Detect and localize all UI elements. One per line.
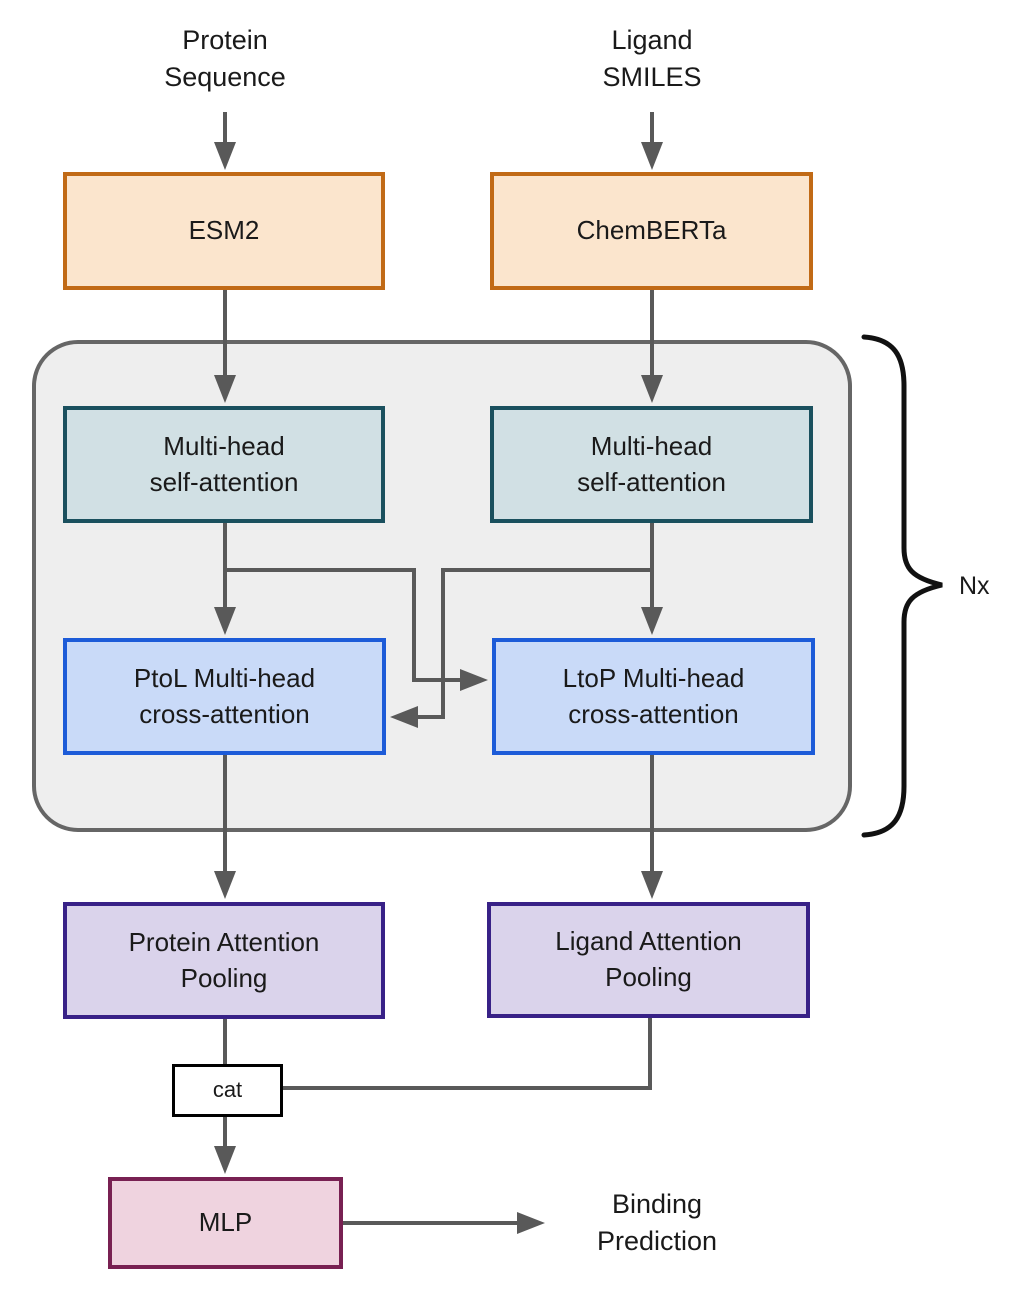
mlp-box: MLP xyxy=(108,1177,343,1269)
mlp-label: MLP xyxy=(198,1207,253,1238)
ligand-attention-pooling-box: Ligand Attention Pooling xyxy=(487,902,810,1018)
arrowhead-ligand-input xyxy=(641,142,663,170)
ligand-attention-pooling-label: Ligand Attention Pooling xyxy=(555,926,742,992)
ptol-cross-attention-box: PtoL Multi-head cross-attention xyxy=(63,638,386,755)
arrowhead-ltop xyxy=(641,871,663,899)
concat-box: cat xyxy=(172,1064,283,1117)
protein-attention-pooling-label: Protein Attention Pooling xyxy=(128,926,320,993)
ligand-self-attention-box: Multi-head self-attention xyxy=(490,406,813,523)
esm2-encoder-box: ESM2 xyxy=(63,172,385,290)
esm2-encoder-label: ESM2 xyxy=(188,215,260,246)
arrowhead-ptol xyxy=(214,871,236,899)
repeat-brace xyxy=(861,334,943,838)
connector-ligand-pooling-to-cat xyxy=(283,1018,652,1090)
binding-prediction-output-label: Binding Prediction xyxy=(596,1189,718,1257)
protein-sequence-input-label: Protein Sequence xyxy=(164,25,286,93)
ligand-smiles-input-label: Ligand SMILES xyxy=(602,25,702,93)
ptol-cross-attention-label: PtoL Multi-head cross-attention xyxy=(133,662,316,729)
protein-self-attention-label: Multi-head self-attention xyxy=(149,430,299,497)
concat-label: cat xyxy=(212,1077,243,1103)
ltop-cross-attention-box: LtoP Multi-head cross-attention xyxy=(492,638,815,755)
protein-self-attention-box: Multi-head self-attention xyxy=(63,406,385,523)
chemberta-encoder-box: ChemBERTa xyxy=(490,172,813,290)
ligand-self-attention-label: Multi-head self-attention xyxy=(577,430,726,497)
arrowhead-cat xyxy=(214,1146,236,1174)
arrowhead-protein-input xyxy=(214,142,236,170)
repeat-count-label: Nx xyxy=(959,572,990,600)
chemberta-encoder-label: ChemBERTa xyxy=(576,215,727,246)
protein-attention-pooling-box: Protein Attention Pooling xyxy=(63,902,385,1019)
ltop-cross-attention-label: LtoP Multi-head cross-attention xyxy=(562,662,745,729)
